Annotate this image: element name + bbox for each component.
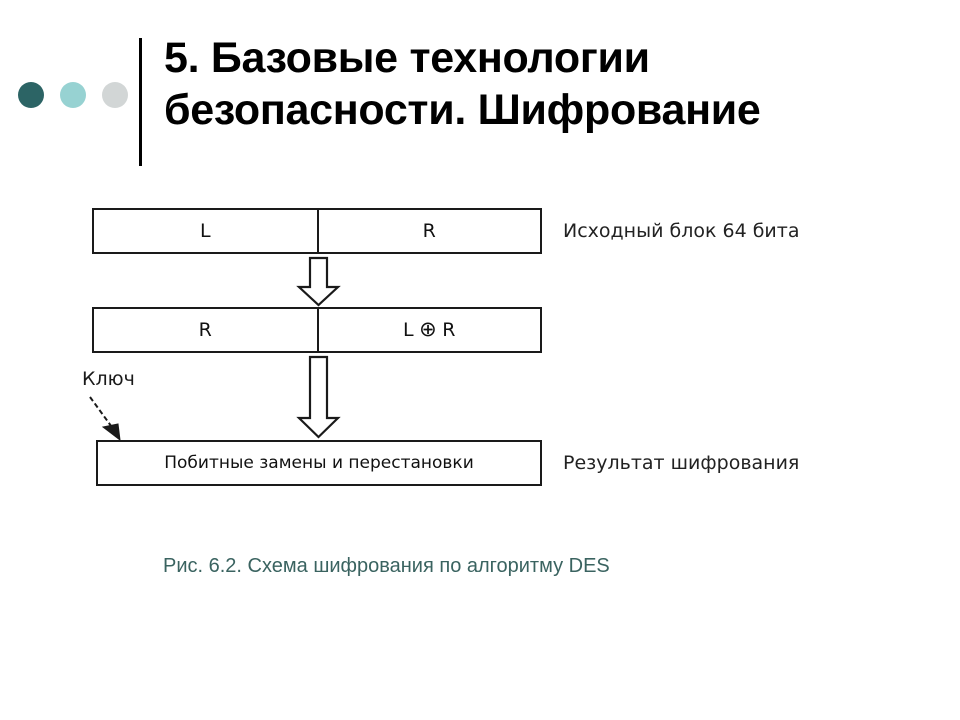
page-title: 5. Базовые технологии безопасности. Шифр… bbox=[164, 32, 944, 137]
page-title-line-1: 5. Базовые технологии bbox=[164, 34, 650, 82]
slide-title-area: 5. Базовые технологии безопасности. Шифр… bbox=[0, 30, 960, 175]
page-title-line-2: безопасности. Шифрование bbox=[164, 86, 761, 135]
down-block-arrow-icon-1 bbox=[296, 256, 341, 307]
block-mid-divider bbox=[317, 309, 319, 351]
dot-icon-1 bbox=[18, 82, 44, 108]
key-arrow-head-icon bbox=[101, 423, 121, 442]
label-original-block: Исходный блок 64 бита bbox=[563, 220, 800, 242]
label-encryption-result: Результат шифрования bbox=[563, 452, 800, 474]
xor-icon: ⊕ bbox=[419, 316, 438, 341]
block-top-left-half: L bbox=[199, 220, 212, 242]
xor-expression: L ⊕ R bbox=[403, 316, 456, 341]
block-swapped-xor: R L ⊕ R bbox=[92, 307, 542, 353]
key-arrow-line bbox=[89, 396, 115, 431]
dot-icon-2 bbox=[60, 82, 86, 108]
dot-icon-3 bbox=[102, 82, 128, 108]
block-top-right-half: R bbox=[422, 220, 437, 242]
block-bitwise-substitutions: Побитные замены и перестановки bbox=[96, 440, 542, 486]
block-original-64bit: L R bbox=[92, 208, 542, 254]
block-top-divider bbox=[317, 210, 319, 252]
decorative-dots bbox=[16, 82, 132, 122]
down-block-arrow-icon-2 bbox=[296, 355, 341, 439]
block-mid-right-half: L ⊕ R bbox=[319, 309, 540, 351]
block-mid-left-half: R bbox=[198, 319, 213, 341]
block-bottom-label: Побитные замены и перестановки bbox=[164, 453, 474, 473]
title-divider-rule bbox=[139, 38, 142, 166]
xor-operand-a: L bbox=[403, 319, 415, 341]
xor-operand-b: R bbox=[442, 319, 456, 341]
figure-caption: Рис. 6.2. Схема шифрования по алгоритму … bbox=[163, 555, 610, 577]
label-key: Ключ bbox=[82, 368, 135, 390]
